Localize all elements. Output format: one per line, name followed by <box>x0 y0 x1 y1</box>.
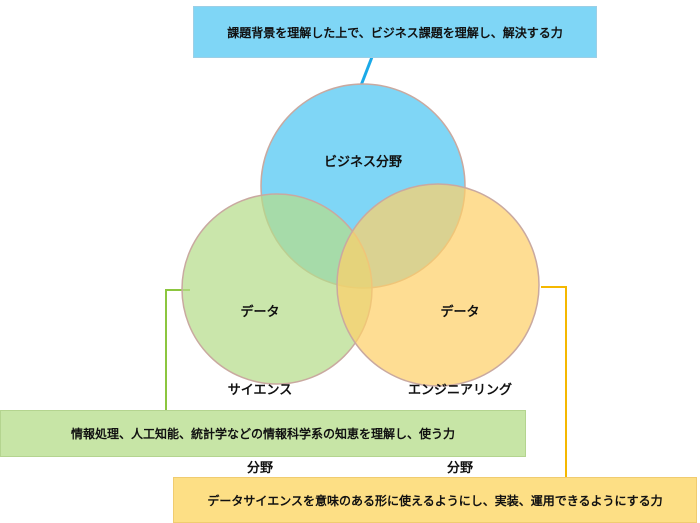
science-label: データ サイエンス 分野 <box>205 248 315 508</box>
engineering-label: データ エンジニアリング 分野 <box>395 248 525 508</box>
engineering-label-line: エンジニアリング <box>407 383 512 398</box>
engineering-label-line: 分野 <box>446 461 473 476</box>
engineering-label-line: データ <box>440 305 480 320</box>
science-label-line: 分野 <box>246 461 273 476</box>
science-description-box: 情報処理、人工知能、統計学などの情報科学系の知恵を理解し、使う力 <box>0 410 526 457</box>
business-label: ビジネス分野 <box>323 155 402 170</box>
science-label-line: サイエンス <box>227 383 293 398</box>
science-label-line: データ <box>240 305 280 320</box>
business-description-box: 課題背景を理解した上で、ビジネス課題を理解し、解決する力 <box>193 6 597 58</box>
engineering-description-box: データサイエンスを意味のある形に使えるようにし、実装、運用できるようにする力 <box>173 477 697 523</box>
engineering-connector <box>541 286 567 477</box>
business-connector <box>358 56 374 89</box>
engineering-circle <box>336 183 540 387</box>
